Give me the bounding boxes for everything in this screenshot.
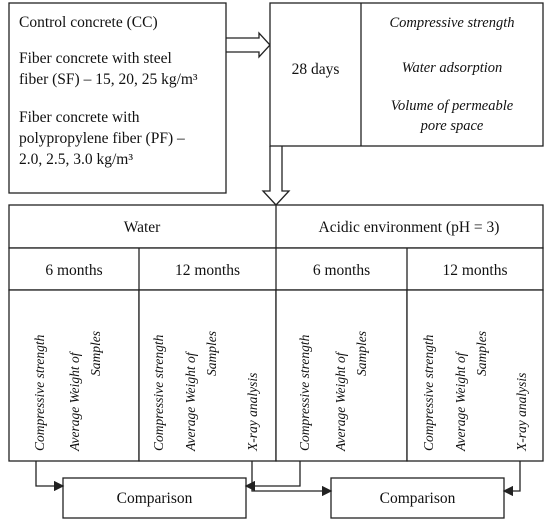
water-12-months-label: 12 months: [175, 262, 240, 279]
initial-compressive-strength: Compressive strength: [390, 15, 515, 31]
comparison-right-label: Comparison: [380, 490, 456, 507]
connector-w12-to-right-comparison: [251, 461, 333, 497]
poly-fiber-line-1: Fiber concrete with: [19, 109, 140, 126]
acidic-environment-label: Acidic environment (pH = 3): [319, 219, 500, 236]
arrow-to-28-days: [226, 31, 271, 59]
steel-fiber-line-1: Fiber concrete with steel: [19, 50, 172, 67]
poly-fiber-line-2: polypropylene fiber (PF) –: [19, 130, 185, 147]
water-environment-label: Water: [124, 219, 161, 236]
w12-compressive-strength: Compressive strength: [151, 334, 166, 451]
arrow-to-environments: [261, 146, 291, 206]
comparison-box-left: [62, 477, 247, 519]
w6-compressive-strength: Compressive strength: [32, 334, 47, 451]
water-6-months-tests: [8, 289, 140, 462]
w12-weight-line-2: Samples: [204, 331, 219, 376]
a6-weight-line-2: Samples: [354, 331, 369, 376]
connector-w6-to-left-comparison: [35, 461, 65, 492]
initial-water-adsorption: Water adsorption: [402, 60, 503, 76]
a6-compressive-strength: Compressive strength: [297, 334, 312, 451]
initial-permeable-line-2: pore space: [420, 118, 484, 134]
connector-a6-to-left-comparison: [244, 461, 301, 492]
comparison-left-label: Comparison: [117, 490, 193, 507]
age-28-days-label: 28 days: [292, 61, 340, 78]
w6-weight-line-2: Samples: [88, 331, 103, 376]
a12-weight-line-2: Samples: [474, 331, 489, 376]
a12-xray-analysis: X-ray analysis: [514, 373, 529, 452]
water-6-months-label: 6 months: [45, 262, 102, 279]
poly-fiber-line-3: 2.0, 2.5, 3.0 kg/m³: [19, 151, 133, 168]
initial-test-box: [269, 2, 544, 147]
control-concrete-label: Control concrete (CC): [19, 14, 158, 31]
acid-12-months-label: 12 months: [442, 262, 507, 279]
w12-weight-line-1: Average Weight of: [183, 350, 198, 452]
comparison-box-right: [330, 477, 505, 519]
connector-a12-to-right-comparison: [502, 461, 521, 497]
water-12-months-tests: [138, 289, 277, 462]
a12-compressive-strength: Compressive strength: [421, 334, 436, 451]
a12-weight-line-1: Average Weight of: [453, 350, 468, 452]
steel-fiber-line-2: fiber (SF) – 15, 20, 25 kg/m³: [19, 71, 198, 88]
initial-permeable-line-1: Volume of permeable: [391, 98, 514, 114]
w12-xray-analysis: X-ray analysis: [245, 373, 260, 452]
a6-weight-line-1: Average Weight of: [333, 350, 348, 452]
acid-6-months-tests: [275, 289, 408, 462]
w6-weight-line-1: Average Weight of: [67, 350, 82, 452]
acid-12-months-tests: [406, 289, 544, 462]
acid-6-months-label: 6 months: [313, 262, 370, 279]
concrete-types-box: [8, 2, 227, 194]
